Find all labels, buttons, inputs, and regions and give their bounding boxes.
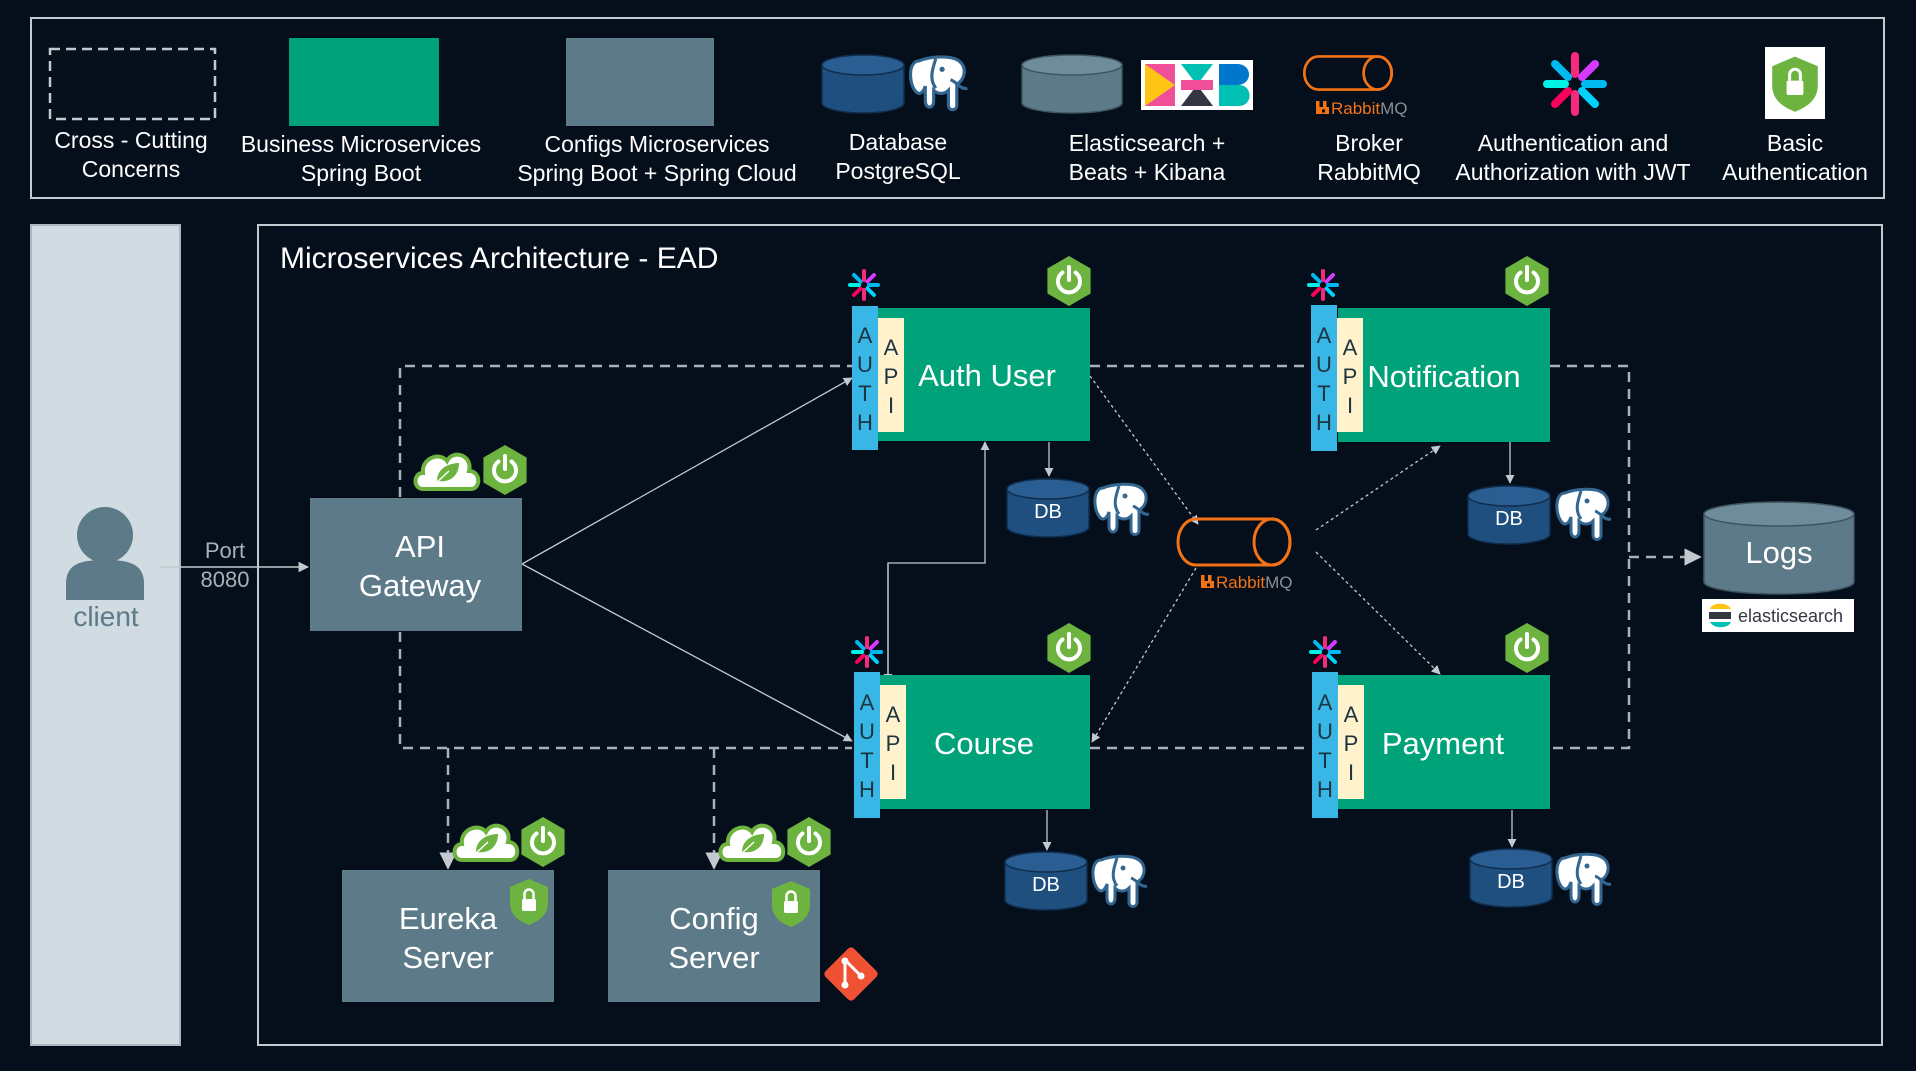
auth-user-label: Auth User	[918, 358, 1056, 393]
legend-cross-cutting-swatch	[48, 47, 217, 121]
course-jwt-icon	[851, 636, 883, 668]
broker-rabbit-mark-icon	[1201, 575, 1214, 588]
legend-rabbitmq-icon	[1302, 55, 1394, 91]
gateway-spring-boot-icon	[481, 443, 529, 497]
config-spring-cloud-icon	[718, 823, 786, 862]
notification-box	[1338, 308, 1550, 442]
payment-spring-boot-icon	[1503, 621, 1551, 675]
auth-user-jwt-icon	[848, 269, 880, 301]
course-auth-bar	[854, 672, 880, 818]
payment-api-bar	[1338, 685, 1364, 799]
elasticsearch-brand: elasticsearch	[1738, 606, 1843, 626]
broker-rabbitmq-brand: RabbitMQ	[1216, 573, 1293, 592]
elasticsearch-icon	[1709, 603, 1731, 628]
legend-panel	[30, 17, 1885, 199]
notification-auth-bar	[1311, 305, 1337, 451]
notification-api-bar	[1337, 318, 1363, 432]
gateway-spring-cloud-icon	[413, 452, 481, 491]
legend-rabbitmq-brand: RabbitMQ	[1331, 99, 1408, 118]
legend-elk-logo-icon	[1141, 60, 1253, 110]
course-api-bar	[880, 685, 906, 799]
logs-label: Logs	[1745, 535, 1812, 570]
course-label: Course	[934, 726, 1034, 761]
eureka-spring-cloud-icon	[452, 823, 520, 862]
rabbitmq-broker-icon	[1176, 517, 1292, 567]
auth-user-spring-boot-icon	[1045, 254, 1093, 308]
logs-database-icon	[1703, 501, 1855, 595]
client-panel	[30, 224, 181, 1046]
payment-postgres-icon	[1555, 852, 1613, 906]
legend-jwt-icon	[1547, 56, 1603, 112]
course-db-label: DB	[1032, 874, 1060, 896]
auth-user-api-bar	[878, 318, 904, 432]
notification-db-label: DB	[1495, 508, 1523, 530]
eureka-spring-boot-icon	[519, 815, 567, 869]
legend-elastic-label: Elasticsearch +Beats + Kibana	[1069, 130, 1226, 185]
payment-auth-bar	[1312, 672, 1338, 818]
legend-configs-swatch	[566, 38, 714, 126]
payment-jwt-icon	[1309, 636, 1341, 668]
broker-routes	[1089, 375, 1441, 743]
notification-spring-boot-icon	[1503, 254, 1551, 308]
payment-db-label: DB	[1497, 871, 1525, 893]
payment-box	[1338, 675, 1550, 809]
payment-label: Payment	[1382, 726, 1505, 761]
auth-user-auth-bar	[852, 306, 878, 450]
auth-user-postgres-icon	[1093, 482, 1151, 536]
legend-postgres-icon	[908, 55, 969, 112]
architecture-title: Microservices Architecture - EAD	[280, 242, 718, 275]
legend-business-swatch	[289, 38, 439, 126]
notification-postgres-icon	[1555, 487, 1613, 541]
cross-cutting-paths	[398, 364, 1702, 870]
config-spring-boot-icon	[785, 815, 833, 869]
notification-jwt-icon	[1307, 269, 1339, 301]
course-box	[878, 675, 1090, 809]
course-spring-boot-icon	[1045, 621, 1093, 675]
legend-database-icon	[821, 54, 905, 114]
legend-elasticsearch-icon	[1021, 54, 1123, 114]
auth-user-db-label: DB	[1034, 501, 1062, 523]
api-gateway-box	[310, 498, 522, 631]
auth-user-box	[878, 308, 1090, 441]
git-icon	[824, 947, 878, 1001]
notification-label: Notification	[1367, 359, 1520, 394]
course-postgres-icon	[1091, 854, 1149, 908]
architecture-panel	[257, 224, 1883, 1046]
legend-rabbit-mark-icon	[1316, 101, 1329, 114]
user-icon	[66, 507, 144, 600]
client-label: client	[73, 601, 139, 632]
gateway-routes	[521, 377, 1517, 851]
